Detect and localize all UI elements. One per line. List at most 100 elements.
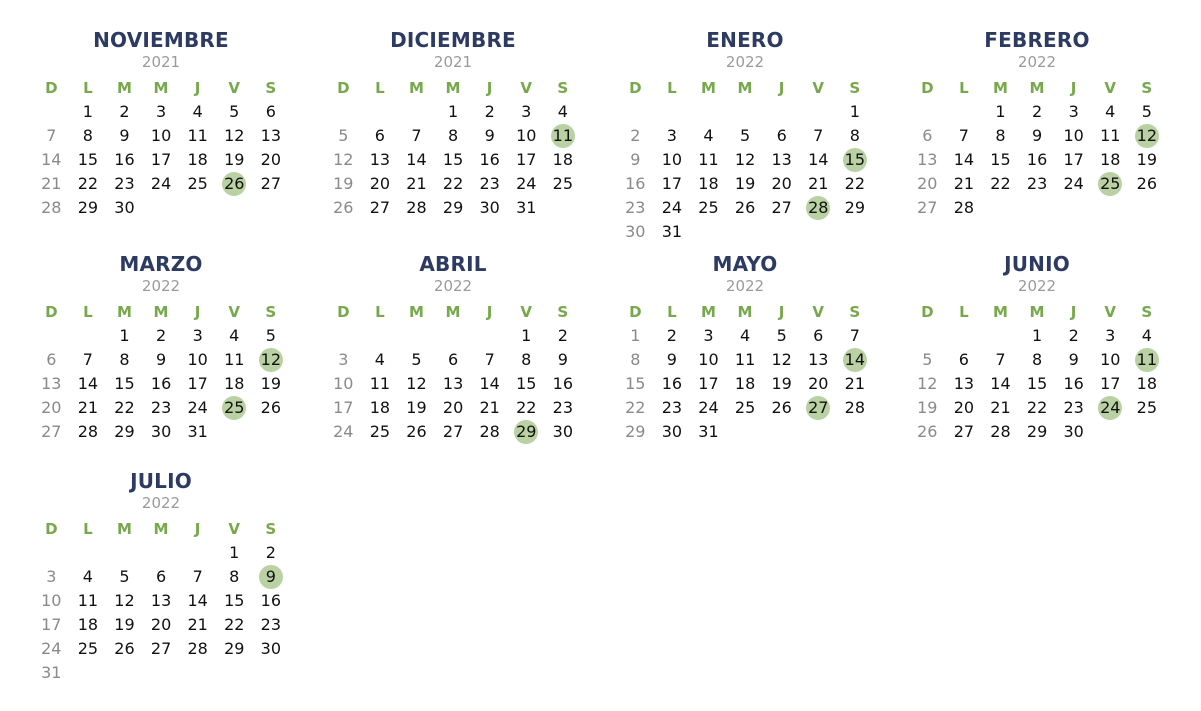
day-number: 16: [625, 174, 646, 193]
day-number: 7: [46, 126, 57, 145]
day-cell: 18: [70, 613, 107, 637]
day-cell: 8: [982, 124, 1019, 148]
day-number: 7: [82, 350, 93, 369]
day-number: 30: [625, 222, 646, 241]
day-number: 17: [1100, 374, 1121, 393]
day-cell: 18: [1092, 148, 1129, 172]
day-number: 10: [187, 350, 208, 369]
day-number: 10: [661, 150, 683, 169]
day-cell: 26: [909, 420, 946, 444]
day-number: 23: [1026, 174, 1048, 193]
day-number: 9: [630, 150, 641, 169]
empty-cell: [33, 541, 70, 565]
day-number: 4: [1105, 102, 1116, 121]
day-cell: 4: [216, 324, 253, 348]
day-number: 18: [369, 398, 391, 417]
day-cell: 17: [325, 396, 362, 420]
day-number: 22: [625, 398, 646, 417]
highlighted-day: 27: [800, 396, 837, 420]
day-cell: 18: [362, 396, 399, 420]
day-number: 18: [187, 150, 208, 169]
day-number: 4: [557, 102, 568, 121]
day-cell: 9: [106, 124, 143, 148]
day-number: 23: [150, 398, 172, 417]
day-cell: 12: [909, 372, 946, 396]
day-number: 24: [150, 174, 172, 193]
day-number: 27: [369, 198, 391, 217]
day-number: 29: [77, 198, 99, 217]
day-number: 19: [224, 150, 245, 169]
day-cell: 5: [398, 348, 435, 372]
day-cell: 13: [435, 372, 472, 396]
weekday-label: V: [228, 79, 240, 97]
day-cell: 18: [727, 372, 764, 396]
day-number: 4: [192, 102, 203, 121]
day-cell: 6: [143, 565, 180, 589]
weekday-label: J: [486, 303, 493, 321]
day-number: 27: [917, 198, 938, 217]
day-number: 13: [41, 374, 62, 393]
weekday-label: S: [557, 303, 569, 321]
day-cell: 21: [70, 396, 107, 420]
weekday-label: D: [45, 303, 58, 321]
month-name: FEBRERO: [984, 28, 1090, 52]
day-cell: 16: [654, 372, 691, 396]
month-name: MARZO: [119, 252, 203, 276]
month-year: 2022: [1017, 53, 1057, 71]
day-number: 7: [813, 126, 824, 145]
empty-cell: [33, 324, 70, 348]
day-cell: 18: [179, 148, 216, 172]
day-number: 24: [187, 398, 208, 417]
day-number: 15: [516, 374, 537, 393]
day-number: 29: [844, 198, 866, 217]
day-cell: 6: [946, 348, 983, 372]
day-cell: 31: [690, 420, 727, 444]
day-cell: 10: [690, 348, 727, 372]
month-year: 2021: [433, 53, 473, 71]
day-cell: 25: [727, 396, 764, 420]
day-number: 27: [808, 398, 829, 417]
day-cell: 9: [617, 148, 654, 172]
weekday-label: M: [116, 520, 132, 538]
day-cell: 8: [70, 124, 107, 148]
month-name: MAYO: [712, 252, 778, 276]
day-cell: 25: [70, 637, 107, 661]
day-cell: 19: [106, 613, 143, 637]
day-number: 12: [771, 350, 792, 369]
day-cell: 26: [763, 396, 800, 420]
day-cell: 8: [106, 348, 143, 372]
day-number: 22: [844, 174, 866, 193]
weekday-label: J: [778, 79, 785, 97]
day-number: 23: [625, 198, 646, 217]
day-number: 21: [187, 615, 208, 634]
day-number: 1: [849, 102, 860, 121]
day-cell: 29: [1019, 420, 1056, 444]
day-cell: 5: [253, 324, 290, 348]
weekday-label: J: [778, 303, 785, 321]
day-cell: 23: [1055, 396, 1092, 420]
weekday-label: M: [700, 303, 716, 321]
weekday-label: D: [337, 79, 350, 97]
day-cell: 30: [106, 196, 143, 220]
highlighted-day: 15: [837, 148, 874, 172]
day-cell: 31: [654, 220, 691, 244]
day-number: 9: [1068, 350, 1079, 369]
day-number: 25: [1100, 174, 1121, 193]
day-cell: 12: [216, 124, 253, 148]
day-cell: 14: [800, 148, 837, 172]
day-cell: 20: [33, 396, 70, 420]
weekday-label: M: [737, 79, 753, 97]
day-cell: 20: [946, 396, 983, 420]
day-cell: 12: [106, 589, 143, 613]
day-cell: 17: [508, 148, 545, 172]
day-number: 29: [625, 422, 646, 441]
